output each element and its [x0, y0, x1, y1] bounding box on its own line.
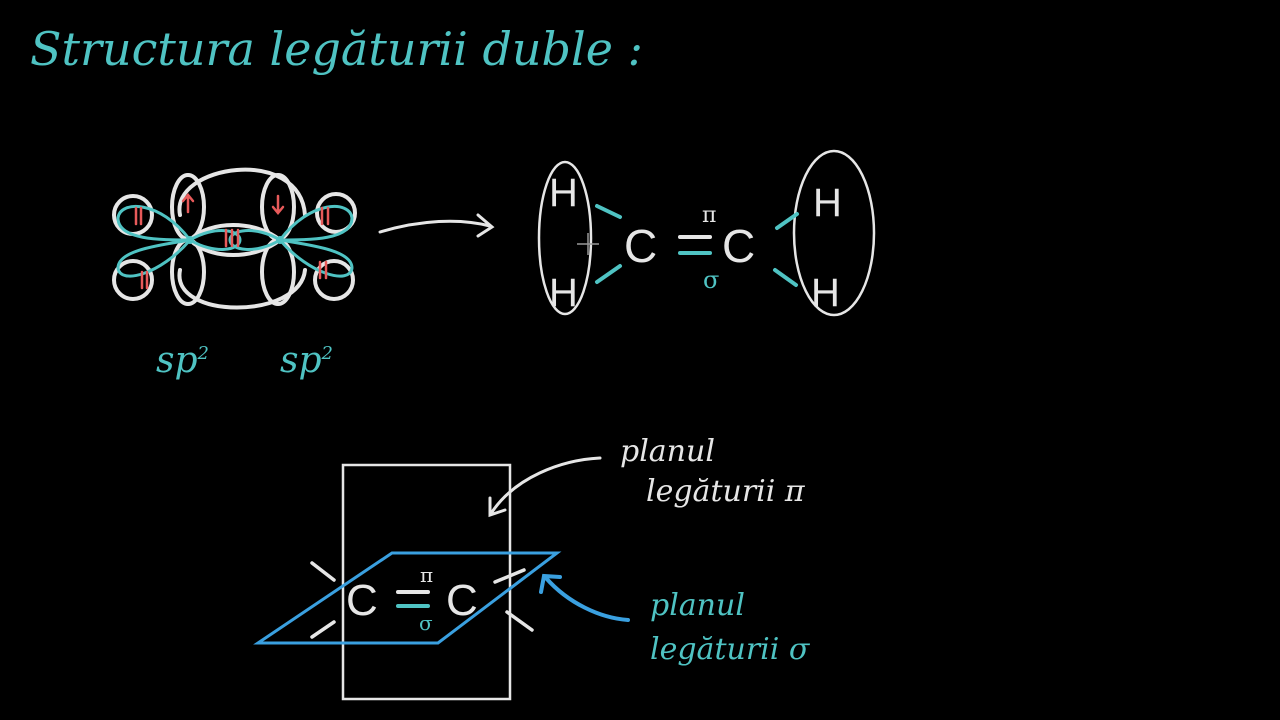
sigma-plane-label-line2: legăturii σ	[650, 632, 810, 667]
h-pair-right-outline	[792, 149, 876, 317]
pi-plane-arrow	[488, 456, 602, 518]
planes-diagram: C C π σ	[253, 456, 630, 701]
pi-plane-label-line1: planul	[620, 434, 715, 469]
orbital-diagram	[112, 167, 357, 310]
h-atom-right-bottom: H	[811, 271, 840, 315]
pi-plane-label-line2: legăturii π	[646, 474, 805, 509]
h-orbital-left-bottom	[112, 259, 154, 301]
plane-sigma-symbol: σ	[419, 611, 433, 635]
hybridization-label-right: sp2	[280, 340, 333, 381]
plane-c-h-bonds	[310, 561, 534, 639]
hybridization-base: sp	[280, 340, 322, 381]
pi-symbol: π	[702, 203, 716, 228]
double-bond	[678, 235, 712, 255]
hybridization-exponent: 2	[197, 343, 209, 364]
c-h-bonds	[595, 204, 799, 287]
h-atom-right-top: H	[813, 181, 842, 225]
sigma-symbol: σ	[703, 266, 719, 294]
plane-pi-symbol: π	[420, 563, 433, 587]
sp2-lobes-left	[116, 205, 242, 278]
transition-arrow	[378, 213, 495, 238]
sigma-central-lobe	[187, 223, 284, 257]
c-atom-left: C	[624, 220, 657, 272]
c-atom-right: C	[722, 220, 755, 272]
sigma-plane	[253, 551, 562, 645]
pi-plane-label: planul legăturii π	[620, 432, 805, 512]
carbon-nucleus-left	[186, 236, 194, 244]
sp2-lobes-right	[228, 205, 354, 278]
sigma-plane-arrow	[539, 573, 630, 622]
electron-arrows	[134, 193, 330, 290]
sigma-plane-label: planul legăturii σ	[650, 584, 809, 672]
pi-plane	[341, 463, 512, 701]
crosshair-cursor-icon	[577, 233, 599, 255]
h-orbital-right-top	[315, 192, 357, 234]
hybridization-base: sp	[156, 340, 198, 381]
h-orbital-right-bottom	[313, 259, 355, 301]
carbon-nucleus-right	[276, 236, 284, 244]
plane-c-atom-left: C	[346, 576, 378, 625]
plane-c-atom-right: C	[446, 576, 478, 625]
pi-overlap-outline	[177, 167, 307, 310]
hybridization-exponent: 2	[321, 343, 333, 364]
sigma-plane-label-line1: planul	[650, 588, 745, 623]
page-title: Structura legăturii duble :	[30, 22, 644, 76]
h-pair-left-outline	[537, 160, 593, 316]
hybridization-label-left: sp2	[156, 340, 209, 381]
h-atom-left-bottom: H	[549, 271, 578, 315]
h-atom-left-top: H	[549, 171, 578, 215]
ethene-structure: H H H H C C π σ	[537, 149, 876, 317]
